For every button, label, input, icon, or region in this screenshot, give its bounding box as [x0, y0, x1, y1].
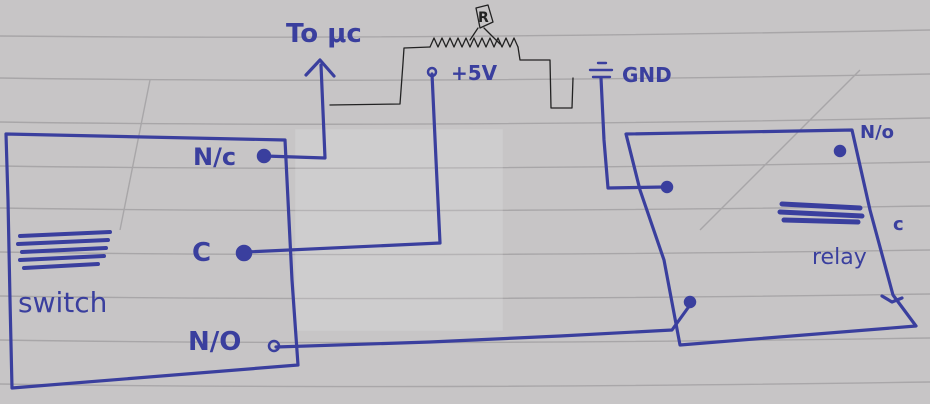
wire-c-to-5v — [244, 72, 442, 254]
terminal-dot-icon — [426, 66, 438, 78]
gnd-bars — [588, 61, 614, 79]
label-relay-c: c — [893, 214, 904, 235]
rule-line — [0, 161, 930, 169]
label-to-uc: To μc — [286, 19, 362, 49]
wire-nc-to-uc — [263, 63, 327, 160]
wires — [244, 58, 692, 349]
terminals — [235, 66, 847, 353]
terminal-dot-icon — [267, 339, 281, 353]
arrow-up-icon — [304, 58, 336, 78]
relay-group — [624, 128, 918, 347]
overlay-resistor-drawing — [329, 4, 574, 109]
label-plus-5v: +5V — [451, 61, 498, 85]
label-switch-c: C — [192, 238, 211, 268]
overlay-box — [295, 129, 503, 331]
switch-scribble-icon — [16, 230, 112, 270]
label-relay-name: relay — [812, 245, 867, 270]
relay-scribble-icon — [777, 201, 865, 225]
overlay-wire — [329, 46, 431, 106]
label-relay-no: N/o — [860, 122, 894, 143]
potentiometer-arm — [469, 27, 501, 45]
terminal-dot-icon — [256, 148, 272, 164]
rule-line — [0, 249, 930, 256]
wire-gnd-to-relay — [599, 76, 666, 190]
rule-line — [0, 293, 930, 300]
label-switch-no: N/O — [188, 327, 241, 357]
margin-scratch — [119, 79, 151, 231]
terminal-dot-icon — [235, 244, 253, 262]
wire-no-to-relay — [274, 303, 692, 349]
margin-scratch — [699, 69, 861, 231]
switch-box — [4, 132, 300, 390]
notebook-rules — [0, 29, 930, 388]
rule-line — [0, 117, 930, 125]
relay-heart-mark — [880, 294, 904, 304]
relay-box — [624, 128, 918, 347]
rule-line — [0, 29, 930, 38]
rule-line — [0, 381, 930, 388]
potentiometer-wiper — [475, 4, 494, 29]
label-switch-nc: N/c — [193, 143, 236, 171]
terminal-dot-icon — [833, 144, 847, 158]
labels: To μc +5V GND R N/c C N/O switch N/o c r… — [18, 10, 904, 357]
terminal-dot-icon — [660, 180, 674, 194]
switch-group — [4, 132, 300, 390]
rule-line — [0, 205, 930, 212]
overlay-rect — [295, 129, 503, 331]
label-gnd: GND — [622, 63, 672, 87]
overlay-wire — [517, 46, 574, 109]
terminal-dot-icon — [683, 295, 697, 309]
label-switch-name: switch — [18, 286, 107, 319]
label-resistor-r: R — [478, 10, 489, 26]
resistor-zigzag-icon — [429, 37, 519, 48]
